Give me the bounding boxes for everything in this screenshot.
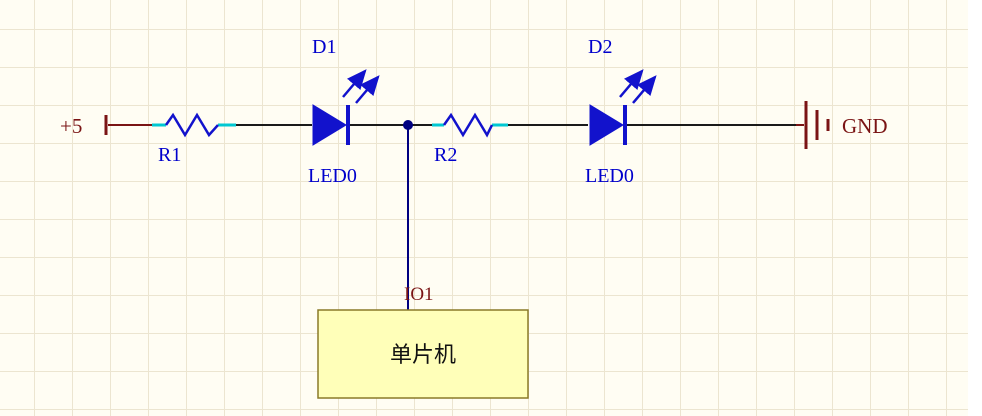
ground-port: GND — [796, 101, 888, 149]
resistor-designator: R2 — [434, 144, 457, 166]
led-d2: D2 LED0 — [585, 36, 657, 187]
led-emission-arrow — [342, 69, 367, 98]
power-net-label: +5 — [60, 114, 82, 138]
led-comment: LED0 — [585, 165, 634, 187]
led-triangle — [312, 104, 347, 146]
io-net-label: IO1 — [404, 284, 434, 305]
led-designator: D2 — [588, 36, 612, 58]
resistor-zigzag — [164, 112, 219, 138]
led-d1: D1 LED0 — [308, 36, 380, 187]
resistor-r2: R2 — [434, 112, 494, 166]
led-emission-arrow — [355, 75, 380, 104]
led-comment: LED0 — [308, 165, 357, 187]
resistor-r1: R1 — [158, 112, 219, 166]
sheet-edge — [968, 0, 982, 416]
resistor-zigzag — [442, 112, 494, 138]
mcu-block: 单片机 — [317, 309, 529, 399]
mcu-label: 单片机 — [390, 342, 456, 367]
led-designator: D1 — [312, 36, 336, 58]
led-emission-arrow — [632, 75, 657, 104]
ground-net-label: GND — [842, 114, 888, 138]
mcu-box — [317, 309, 529, 399]
led-emission-arrow — [619, 69, 644, 98]
led-triangle — [589, 104, 624, 146]
power-port-5v: +5 — [60, 114, 152, 138]
resistor-designator: R1 — [158, 144, 181, 166]
